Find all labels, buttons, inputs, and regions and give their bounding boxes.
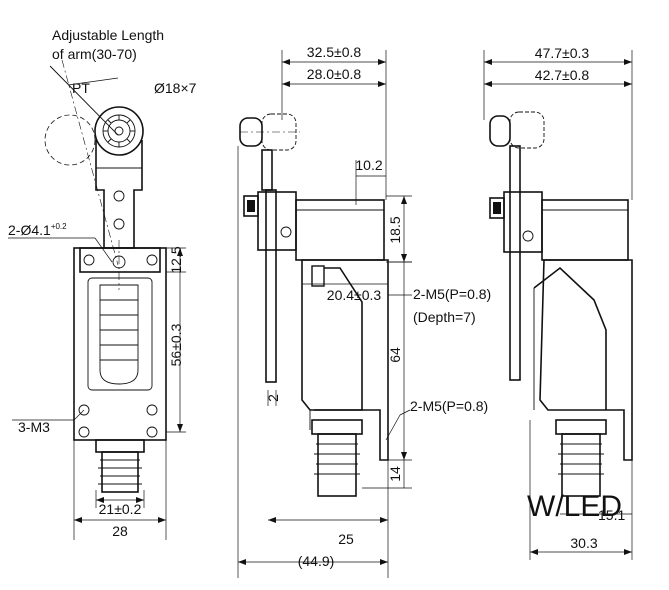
led-variant-label: W/LED (527, 490, 622, 523)
roller-dimension: Ø18×7 (154, 80, 197, 96)
dimension-30-3: 30.3 (570, 535, 597, 551)
mounting-holes-label: 2-Ø4.1+0.2 (8, 222, 67, 238)
dimension-42-7: 42.7±0.8 (535, 67, 590, 83)
dimension-14: 14 (387, 466, 403, 482)
thread-depth: (Depth=7) (413, 309, 476, 325)
front-view: Adjustable Length of arm(30-70) PT Ø18×7… (8, 27, 197, 540)
screws-label: 3-M3 (18, 419, 50, 435)
dimension-20-4: 20.4±0.3 (327, 287, 382, 303)
arm-length-note-line1: Adjustable Length (52, 27, 164, 43)
thread-label-top: 2-M5(P=0.8) (413, 286, 491, 302)
dimension-2: 2 (265, 394, 281, 402)
arm-length-note-line2: of arm(30-70) (52, 46, 137, 62)
led-view: 47.7±0.3 42.7±0.8 15.1 30.3 W/LED (483, 45, 633, 560)
dimension-18-5: 18.5 (387, 216, 403, 243)
dimension-15-1: 15.1 (598, 507, 625, 523)
dimension-32-5: 32.5±0.8 (307, 44, 362, 60)
dimension-47-7: 47.7±0.3 (535, 45, 590, 61)
dimension-21: 21±0.2 (99, 501, 142, 517)
dimension-56: 56±0.3 (168, 323, 184, 366)
pt-label: PT (72, 80, 90, 96)
dimension-10-2: 10.2 (355, 157, 382, 173)
dimension-12-5: 12.5 (168, 246, 184, 273)
dimension-64: 64 (387, 347, 403, 363)
side-view: 32.5±0.8 28.0±0.8 10.2 18.5 20.4±0.3 2-M… (237, 44, 491, 578)
dimension-25: 25 (338, 531, 354, 547)
dimension-44-9: (44.9) (298, 553, 335, 569)
dimension-28: 28 (112, 523, 128, 539)
dimension-28-0: 28.0±0.8 (307, 66, 362, 82)
thread-label-bottom: 2-M5(P=0.8) (410, 398, 488, 414)
